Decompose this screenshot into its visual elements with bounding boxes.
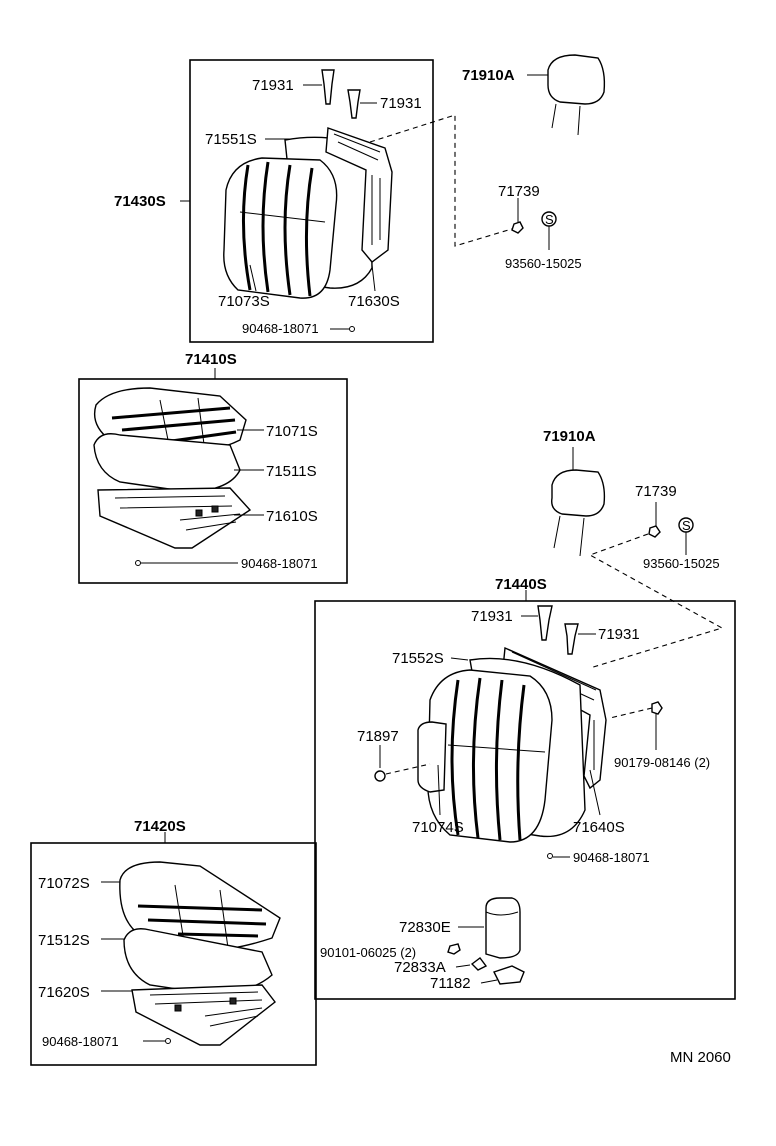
lower-hook-b-drawing — [564, 623, 579, 655]
cushion-b-group: 71420S 71072S 71512S 71620S 90468-18071 — [30, 818, 317, 1066]
lower-support-mark-text: S — [682, 518, 691, 533]
cushion-a-frame-label: 71610S — [266, 508, 318, 525]
lower-assembly-line — [588, 533, 724, 669]
cushion-a-group: 71410S 71071S 71511S 71610S 90468-18071 — [78, 351, 348, 584]
lower-back-group: 71440S 71931 71931 71897 71552S 71074S — [314, 576, 736, 1000]
lower-part-a-label: 72833A — [394, 959, 446, 976]
lower-back-pad-label: 71074S — [412, 819, 464, 836]
lower-back-side-panel — [417, 721, 447, 793]
lower-hook-a-drawing — [537, 605, 553, 641]
upper-assembly-line — [369, 114, 516, 247]
upper-back-pad-drawing — [223, 136, 373, 299]
lower-cover-e-drawing — [485, 897, 521, 959]
upper-support-mark-text: S — [545, 212, 554, 227]
cushion-b-clip-drawing — [165, 1038, 171, 1044]
lower-headrest-label: 71910A — [543, 428, 596, 445]
lower-cover-e-label: 72830E — [399, 919, 451, 936]
diagram-code: MN 2060 — [670, 1049, 731, 1066]
cushion-b-cover-label: 71072S — [38, 875, 90, 892]
upper-back-frame-drawing — [325, 127, 393, 263]
lower-hook-a-label: 71931 — [471, 608, 513, 625]
lower-support-label: 93560-15025 — [643, 556, 720, 571]
cushion-b-frame-label: 71620S — [38, 984, 90, 1001]
upper-headrest-drawing — [547, 54, 606, 105]
lower-screw-drawing — [447, 943, 461, 955]
cushion-a-frame-drawing — [97, 487, 252, 549]
lower-back-pad-drawing — [427, 657, 586, 843]
cushion-a-box — [78, 378, 348, 584]
upper-back-clip-label: 90468-18071 — [242, 321, 319, 336]
upper-clip-drawing — [349, 326, 355, 332]
lower-back-clip-label: 90468-18071 — [573, 850, 650, 865]
lower-back-frame-label: 71640S — [573, 819, 625, 836]
cushion-a-pad-drawing — [93, 433, 241, 493]
upper-head-group: 71910A 71739 S 93560-15025 — [369, 54, 606, 271]
upper-back-frame-label: 71630S — [348, 293, 400, 310]
lower-button-drawing — [374, 770, 386, 782]
lower-back-box — [314, 600, 736, 1000]
lower-bracket-drawing — [493, 965, 525, 985]
upper-back-assy-label: 71430S — [114, 193, 166, 210]
lower-hook-b-label: 71931 — [598, 626, 640, 643]
cushion-b-clip-label: 90468-18071 — [42, 1034, 119, 1049]
upper-guide-label: 71739 — [498, 183, 540, 200]
cushion-a-assy-label: 71410S — [185, 351, 237, 368]
lower-nut-drawing — [651, 701, 663, 715]
lower-screw-label: 90101-06025 (2) — [320, 945, 416, 960]
lower-part-a-drawing — [470, 957, 488, 971]
cushion-a-pad-label: 71511S — [266, 463, 317, 480]
lower-bracket-label: 71182 — [430, 975, 471, 992]
cushion-b-frame-drawing — [131, 984, 276, 1046]
cushion-b-cover-drawing — [119, 861, 281, 951]
lower-nut-label: 90179-08146 (2) — [614, 755, 710, 770]
upper-hook-a-drawing — [321, 69, 335, 105]
upper-hook-b-label: 71931 — [380, 95, 422, 112]
upper-hook-b-drawing — [347, 89, 361, 119]
cushion-b-pad-label: 71512S — [38, 932, 90, 949]
cushion-a-clip-drawing — [135, 560, 141, 566]
lower-headrest-drawing — [551, 469, 606, 517]
lower-guide-drawing — [648, 525, 661, 538]
lower-button-label: 71897 — [357, 728, 399, 745]
lower-clip-drawing — [547, 853, 553, 859]
lower-back-cover-label: 71552S — [392, 650, 444, 667]
upper-headrest-label: 71910A — [462, 67, 515, 84]
lower-back-assy-label: 71440S — [495, 576, 547, 593]
upper-back-cover-label: 71551S — [205, 131, 257, 148]
upper-support-label: 93560-15025 — [505, 256, 582, 271]
cushion-a-clip-label: 90468-18071 — [241, 556, 318, 571]
lower-guide-label: 71739 — [635, 483, 677, 500]
lower-head-group: 71910A 71739 S 93560-15025 — [543, 428, 724, 669]
cushion-b-box — [30, 842, 317, 1066]
upper-guide-drawing — [511, 221, 524, 234]
cushion-a-cover-label: 71071S — [266, 423, 318, 440]
upper-back-group: 71931 71931 71551S 71430S 71073S 71630S … — [114, 59, 434, 343]
cushion-b-assy-label: 71420S — [134, 818, 186, 835]
upper-back-pad-label: 71073S — [218, 293, 270, 310]
upper-hook-a-label: 71931 — [252, 77, 294, 94]
